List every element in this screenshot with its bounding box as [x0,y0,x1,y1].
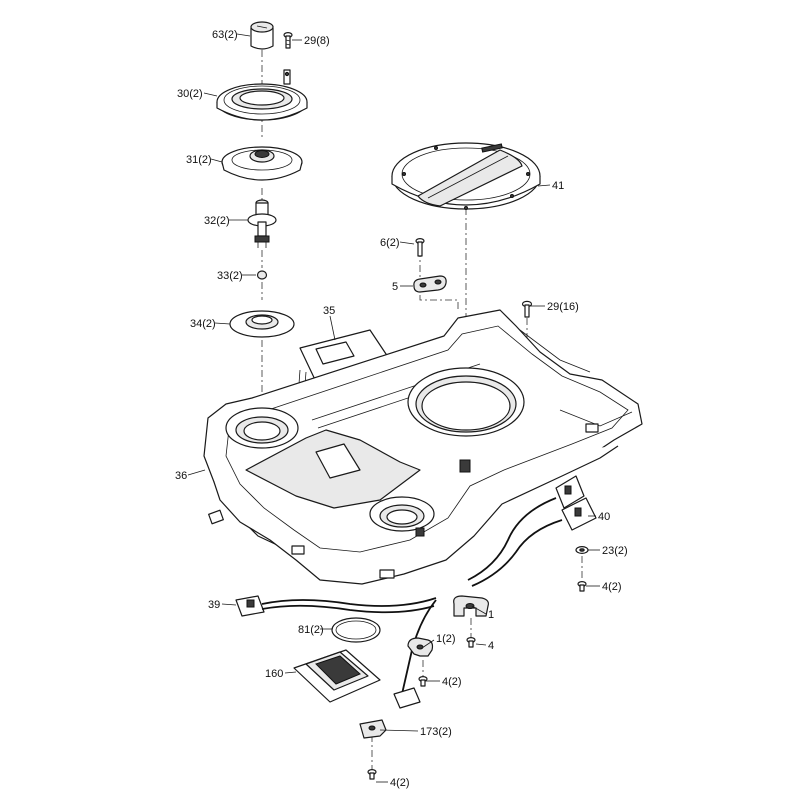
callout-29-right: 29(16) [547,301,579,313]
part-1-clamp [453,595,489,617]
callout-173: 173(2) [420,726,452,738]
callout-33: 33(2) [217,270,243,282]
part-31-speaker [221,146,303,181]
part-39-cable-end [393,687,421,709]
part-160-display-module [293,649,381,703]
part-6-screw [415,238,425,257]
callout-1-2: 1(2) [436,633,456,645]
part-4-screw-right [577,580,587,592]
part-4-screw-mid [418,675,428,687]
callout-labels: 63(2) 29(8) 30(2) 31(2) 32(2) 33(2) 34(2… [175,29,628,789]
callout-31: 31(2) [186,154,212,166]
callout-29-top: 29(8) [304,35,330,47]
callout-35: 35 [323,305,335,317]
callout-36: 36 [175,470,187,482]
part-41-round-cover [391,142,541,210]
part-36-main-housing [203,309,643,585]
part-4-screw-bottom [367,768,377,780]
callout-23: 23(2) [602,545,628,557]
part-23-washer [575,545,589,554]
callout-4: 4 [488,640,494,652]
part-81-band [331,617,381,643]
part-34-seal [229,310,295,338]
callout-40: 40 [598,511,610,523]
callout-39: 39 [208,599,220,611]
part-5-bracket [413,275,447,293]
part-40-cable [467,475,597,587]
callout-81: 81(2) [298,624,324,636]
callout-30: 30(2) [177,88,203,100]
callout-1: 1 [488,609,494,621]
callout-5: 5 [392,281,398,293]
part-29-screw-top [283,31,293,49]
part-1-clamp-small [407,637,434,657]
callout-160: 160 [265,668,283,680]
callout-4-right: 4(2) [602,581,622,593]
part-30-speaker-ring [216,69,308,121]
part-4-screw [466,636,476,648]
callout-6: 6(2) [380,237,400,249]
part-29-screw-right [521,300,533,318]
callout-4-bottom: 4(2) [390,777,410,789]
part-173-bracket [359,719,387,739]
part-32-driver [247,199,277,248]
callout-4-mid: 4(2) [442,676,462,688]
callout-63: 63(2) [212,29,238,41]
callout-41: 41 [552,180,564,192]
callout-32: 32(2) [204,215,230,227]
part-63-cap [250,21,274,50]
part-33-bead [256,270,268,280]
callout-34: 34(2) [190,318,216,330]
leader-lines [187,33,600,783]
